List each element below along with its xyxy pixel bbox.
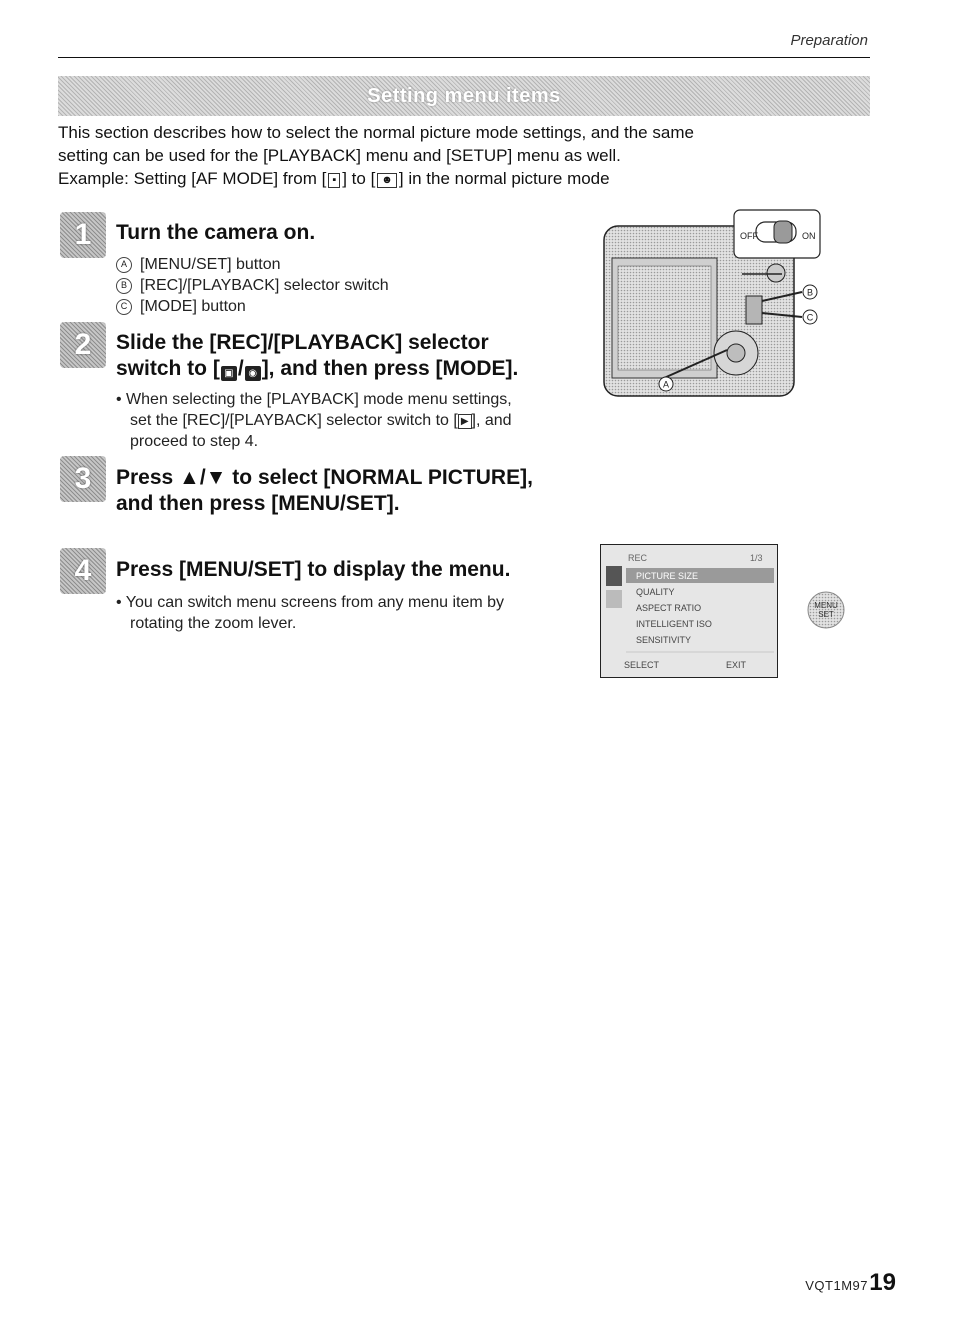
- menu-item-3: INTELLIGENT ISO: [636, 619, 712, 629]
- menu-set-button-icon: MENU SET: [807, 591, 845, 629]
- step-1-parts-list: A[MENU/SET] button B[REC]/[PLAYBACK] sel…: [116, 254, 389, 317]
- switch-off-label: OFF: [740, 231, 758, 241]
- marker-c: C: [116, 298, 132, 315]
- step-1-title: Turn the camera on.: [116, 221, 316, 244]
- menu-item-0: PICTURE SIZE: [636, 571, 698, 581]
- camera-icon: ◉: [244, 366, 261, 381]
- playback-icon: ▶: [457, 414, 472, 429]
- step-2-title: Slide the [REC]/[PLAYBACK] selector swit…: [116, 331, 519, 381]
- af-face-detection-icon: ☻: [377, 173, 397, 188]
- menu-item-4: SENSITIVITY: [636, 635, 691, 645]
- menu-header: REC: [628, 553, 648, 563]
- step-2-badge: 2: [60, 322, 106, 368]
- step-2-note: • When selecting the [PLAYBACK] mode men…: [116, 391, 512, 450]
- callout-c-label: C: [807, 313, 814, 323]
- marker-a: A: [116, 256, 132, 273]
- step-3-badge: 3: [60, 456, 106, 502]
- rec-mode-icon: ▣: [220, 366, 237, 381]
- svg-text:SET: SET: [818, 610, 834, 619]
- step-4-badge: 4: [60, 548, 106, 594]
- af-1-area-icon: ▪: [328, 173, 341, 188]
- banner-title: Setting menu items: [367, 84, 561, 107]
- callout-a-label: A: [663, 380, 669, 390]
- menu-set-button-shape: [726, 343, 746, 363]
- step-3-title: Press ▲/▼ to select [NORMAL PICTURE], an…: [116, 466, 533, 515]
- page-number: 19: [869, 1269, 896, 1296]
- intro-text: This section describes how to select the…: [58, 121, 878, 190]
- svg-text:MENU: MENU: [814, 601, 838, 610]
- list-item: A[MENU/SET] button: [116, 254, 389, 275]
- step-1-badge: 1: [60, 212, 106, 258]
- menu-item-highlight: [626, 568, 774, 583]
- menu-footer-exit: EXIT: [726, 660, 747, 670]
- list-item: C[MODE] button: [116, 296, 389, 317]
- callout-b-label: B: [807, 288, 813, 298]
- menu-screen-illustration: REC 1/3 PICTURE SIZE QUALITY ASPECT RATI…: [600, 544, 778, 678]
- intro-line-3: Example: Setting [AF MODE] from [▪] to […: [58, 169, 610, 188]
- step-4-title: Press [MENU/SET] to display the menu.: [116, 558, 511, 581]
- step-4-note: • You can switch menu screens from any m…: [116, 594, 505, 632]
- intro-line-1: This section describes how to select the…: [58, 123, 694, 142]
- document-code: VQT1M97: [805, 1278, 868, 1293]
- menu-item-2: ASPECT RATIO: [636, 603, 701, 613]
- menu-page-indicator: 1/3: [750, 553, 763, 563]
- marker-b: B: [116, 277, 132, 294]
- intro-line-2: setting can be used for the [PLAYBACK] m…: [58, 146, 621, 165]
- header-divider: [58, 57, 870, 58]
- menu-footer-select: SELECT: [624, 660, 660, 670]
- switch-on-label: ON: [802, 231, 816, 241]
- section-banner: Setting menu items: [58, 76, 870, 116]
- list-item: B[REC]/[PLAYBACK] selector switch: [116, 275, 389, 296]
- selector-switch-shape: [745, 295, 763, 325]
- camera-illustration: OFF ON B C A: [603, 209, 821, 397]
- section-label: Preparation: [790, 32, 868, 49]
- menu-item-1: QUALITY: [636, 587, 675, 597]
